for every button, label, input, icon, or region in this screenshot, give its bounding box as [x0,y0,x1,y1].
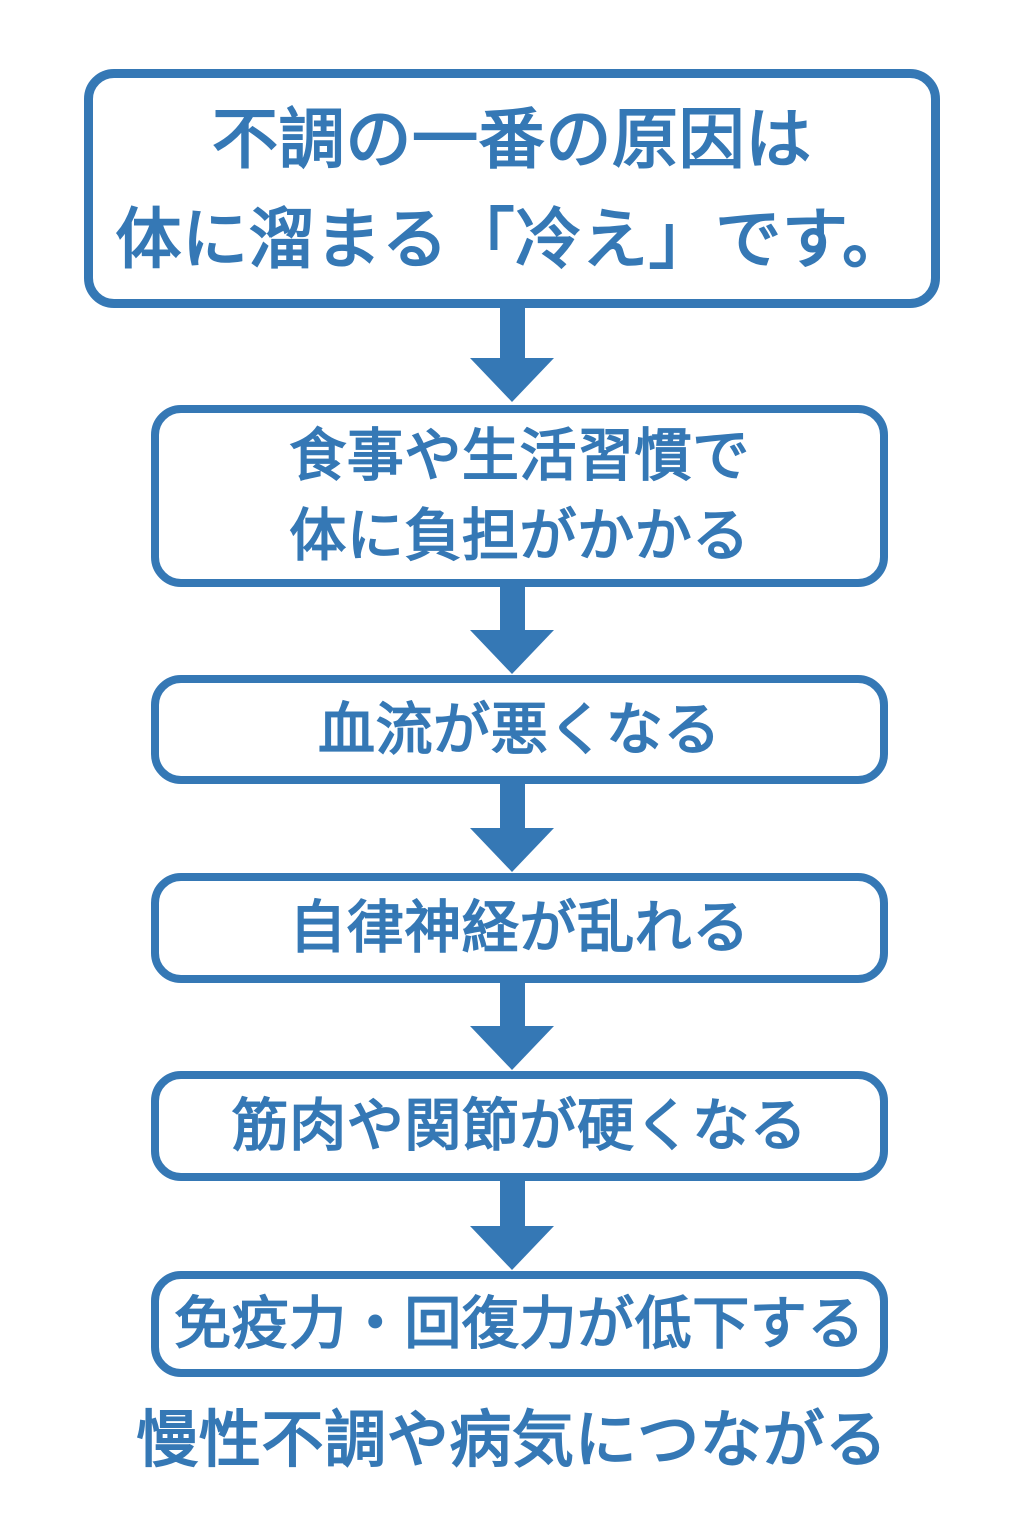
flow-footer-text: 慢性不調や病気につながる [136,1406,888,1475]
flow-box-step-5: 免疫力・回復力が低下する [151,1271,888,1377]
flow-box-step-2: 血流が悪くなる [151,675,888,784]
arrow-shaft [499,982,525,1026]
flow-box-step-3: 自律神経が乱れる [151,873,888,983]
arrow-head [470,1026,554,1070]
down-arrow-icon [470,783,554,872]
flow-box-step-1: 食事や生活習慣で 体に負担がかかる [151,405,888,587]
flow-box-step-1-text: 食事や生活習慣で 体に負担がかかる [289,424,750,568]
down-arrow-icon [470,586,554,674]
arrow-head [470,1226,554,1270]
arrow-shaft [499,586,525,630]
flow-box-step-2-text: 血流が悪くなる [318,697,721,762]
flow-box-step-3-text: 自律神経が乱れる [289,896,750,960]
down-arrow-icon [470,982,554,1070]
arrow-head [470,828,554,872]
down-arrow-icon [470,1180,554,1270]
flow-box-title-text: 不調の一番の原因は 体に溜まる「冷え」です。 [115,101,909,276]
flow-box-step-4: 筋肉や関節が硬くなる [151,1071,888,1181]
flow-box-step-5-text: 免疫力・回復力が低下する [174,1292,865,1356]
down-arrow-icon [470,307,554,402]
flow-box-step-4-text: 筋肉や関節が硬くなる [231,1094,808,1158]
arrow-shaft [499,783,525,828]
arrow-shaft [499,1180,525,1226]
flow-box-title: 不調の一番の原因は 体に溜まる「冷え」です。 [84,69,940,308]
arrow-head [470,358,554,402]
arrow-head [470,630,554,674]
arrow-shaft [499,307,525,358]
